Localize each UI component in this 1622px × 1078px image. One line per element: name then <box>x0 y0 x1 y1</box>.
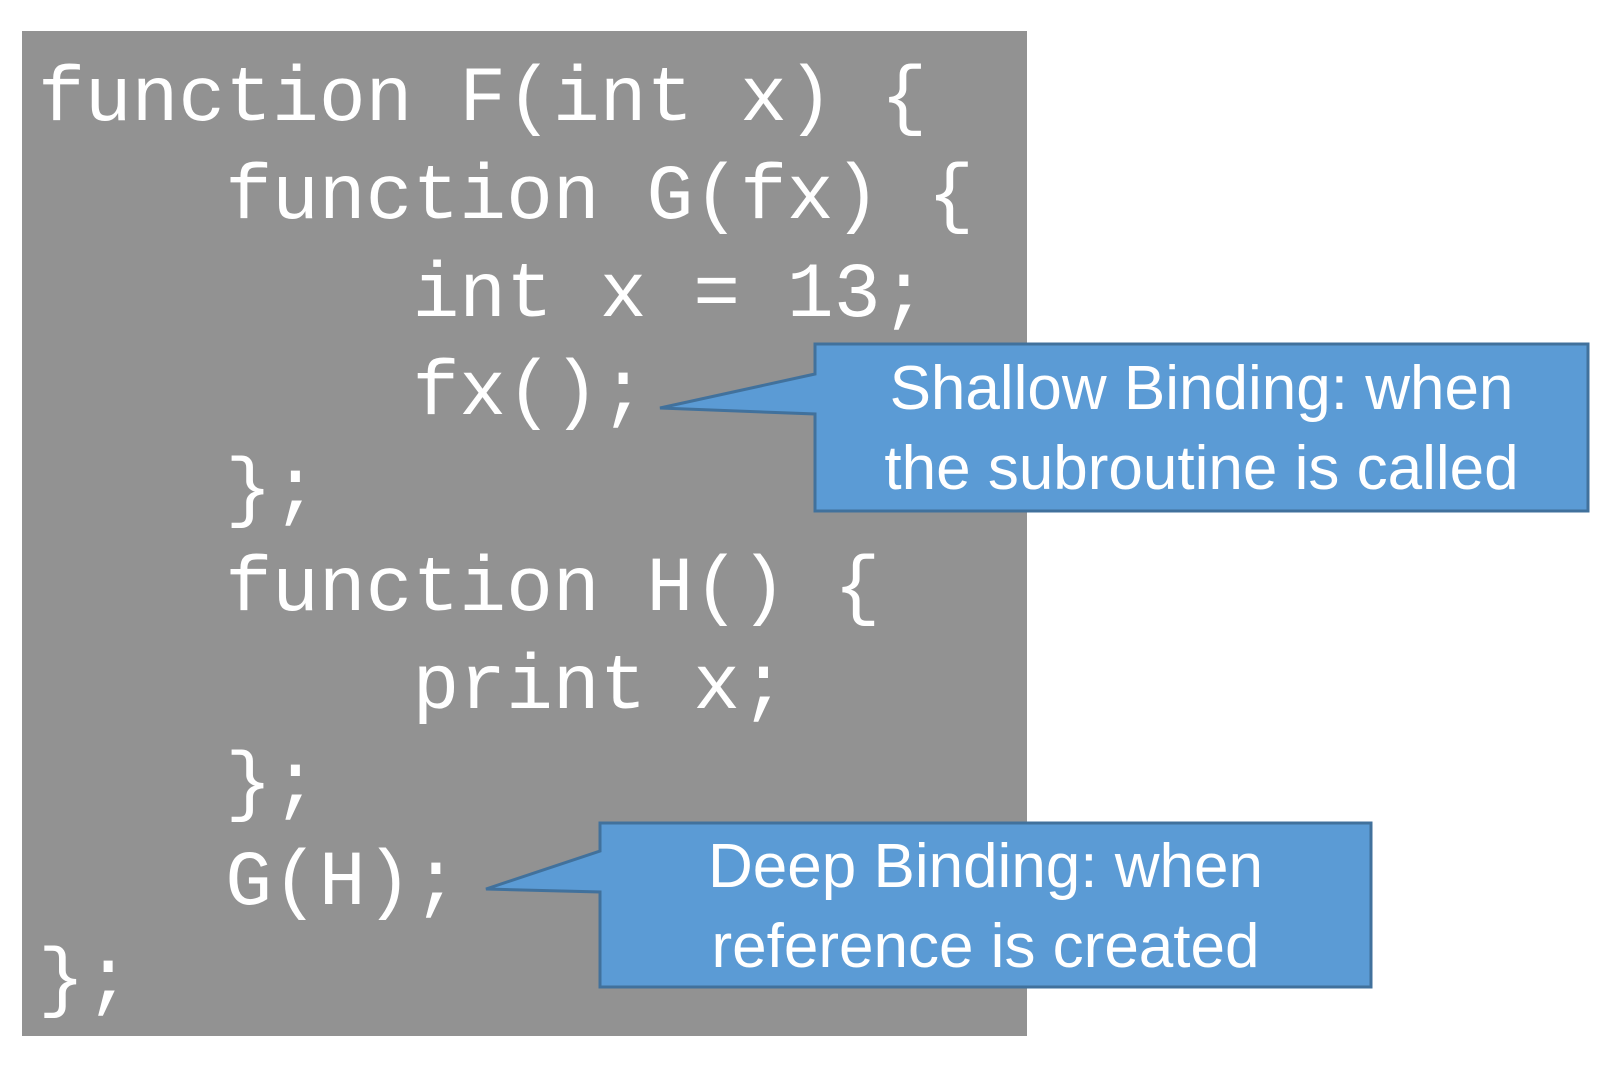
deep-binding-callout-text: Deep Binding: when reference is created <box>600 827 1371 987</box>
code-line-4: fx(); <box>38 350 647 438</box>
code-line-5: }; <box>38 448 319 536</box>
shallow-binding-callout-shape <box>659 342 1590 513</box>
deep-binding-callout-shape <box>485 821 1373 989</box>
shallow-binding-callout-text: Shallow Binding: when the subroutine is … <box>815 349 1588 509</box>
shallow-binding-line-2: the subroutine is called <box>884 434 1519 503</box>
deep-binding-line-2: reference is created <box>711 912 1260 981</box>
deep-binding-line-1: Deep Binding: when <box>708 832 1263 901</box>
shallow-binding-line-1: Shallow Binding: when <box>889 354 1514 423</box>
code-line-8: }; <box>38 742 319 830</box>
code-line-7: print x; <box>38 644 787 732</box>
code-line-9: G(H); <box>38 840 460 928</box>
code-line-1: function F(int x) { <box>38 56 928 144</box>
code-line-6: function H() { <box>38 546 881 634</box>
code-line-2: function G(fx) { <box>38 154 975 242</box>
code-line-3: int x = 13; <box>38 252 928 340</box>
code-line-10: }; <box>38 938 132 1026</box>
